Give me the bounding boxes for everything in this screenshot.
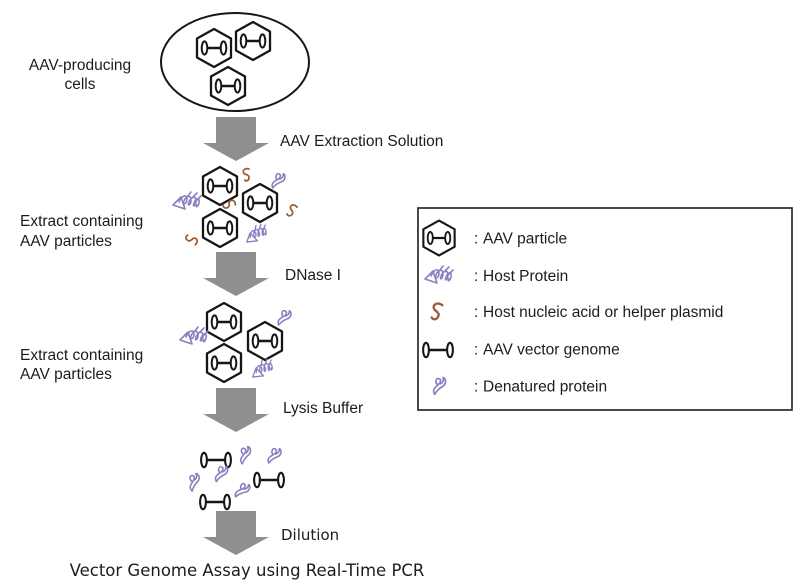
stage-producing-cells: AAV-producing cells: [29, 12, 310, 112]
host-protein-icon: [172, 191, 202, 210]
stage-extract-1: Extract containing AAV particles: [20, 165, 299, 250]
denatured-protein-icon: [214, 464, 229, 484]
step-dnase: DNase I: [203, 252, 341, 296]
denatured-protein-icon: [270, 171, 287, 191]
stage-extract-2: Extract containing AAV particles: [20, 301, 293, 384]
denatured-protein-icon: [276, 308, 293, 328]
down-arrow-icon: [203, 117, 269, 161]
legend-row-host-nucleic-acid: : Host nucleic acid or helper plasmid: [430, 302, 723, 321]
legend-colon: :: [474, 342, 478, 359]
label-extract-1-line2: AAV particles: [20, 233, 112, 250]
legend-row-denatured-protein: : Denatured protein: [432, 376, 607, 396]
aav-particle-icon: [422, 219, 456, 257]
host-nucleic-acid-icon: [184, 234, 199, 246]
label-aav-extraction-solution: AAV Extraction Solution: [280, 133, 443, 150]
legend-colon: :: [474, 379, 478, 396]
denatured-protein-icon: [237, 445, 254, 465]
cell-outline-ellipse: [160, 12, 310, 112]
legend-label-aav-vector-genome: AAV vector genome: [483, 342, 620, 359]
legend-label-host-protein: Host Protein: [483, 268, 568, 285]
down-arrow-icon: [203, 511, 269, 555]
stage-lysed-sample: [186, 445, 286, 511]
legend-colon: :: [474, 268, 478, 285]
aav-particle-icon: [201, 165, 239, 207]
label-dnase-i: DNase I: [285, 267, 341, 284]
legend-row-aav-particle: : AAV particle: [422, 219, 567, 257]
aav-particle-icon: [209, 65, 247, 107]
label-lysis-buffer: Lysis Buffer: [283, 400, 363, 417]
down-arrow-icon: [203, 388, 269, 432]
label-aav-producing-cells-line1: AAV-producing: [29, 57, 131, 74]
legend-colon: :: [474, 231, 478, 248]
host-protein-icon: [179, 326, 209, 345]
denatured-protein-icon: [266, 446, 283, 466]
label-extract-1-line1: Extract containing: [20, 213, 143, 230]
aav-particle-icon: [234, 20, 272, 62]
label-extract-2-line1: Extract containing: [20, 347, 143, 364]
aav-particle-icon: [195, 27, 233, 69]
legend-label-denatured-protein: Denatured protein: [483, 379, 607, 396]
label-dilution: Dilution: [281, 526, 339, 544]
step-aav-extraction: AAV Extraction Solution: [203, 117, 443, 161]
aav-particle-icon: [205, 342, 243, 384]
label-aav-producing-cells-line2: cells: [64, 76, 95, 93]
aav-vector-genome-icon: [199, 451, 233, 469]
aav-particle-icon: [201, 207, 239, 249]
host-nucleic-acid-icon: [240, 166, 254, 183]
label-extract-2-line2: AAV particles: [20, 366, 112, 383]
legend-colon: :: [474, 304, 478, 321]
legend-label-host-nucleic-acid: Host nucleic acid or helper plasmid: [483, 304, 723, 321]
aav-vector-genome-icon: [198, 493, 232, 511]
aav-particle-icon: [205, 301, 243, 343]
step-lysis: Lysis Buffer: [203, 388, 363, 432]
legend-box: : AAV particle : Host Protein : Host nuc…: [417, 207, 793, 411]
denatured-protein-icon: [233, 480, 252, 502]
aav-particle-icon: [246, 320, 284, 362]
aav-particle-icon: [241, 182, 279, 224]
legend-row-host-protein: : Host Protein: [424, 265, 568, 285]
step-dilution: Dilution: [203, 511, 339, 555]
host-nucleic-acid-icon: [285, 203, 299, 219]
host-protein-icon: [241, 221, 271, 246]
diagram-title: Vector Genome Assay using Real-Time PCR: [70, 561, 425, 580]
host-protein-icon: [247, 356, 277, 381]
legend-row-aav-vector-genome: : AAV vector genome: [421, 342, 620, 359]
aav-vector-genome-icon: [252, 471, 286, 489]
legend-label-aav-particle: AAV particle: [483, 231, 567, 248]
down-arrow-icon: [203, 252, 269, 296]
legend-border: [417, 207, 793, 411]
denatured-protein-icon: [186, 472, 203, 493]
